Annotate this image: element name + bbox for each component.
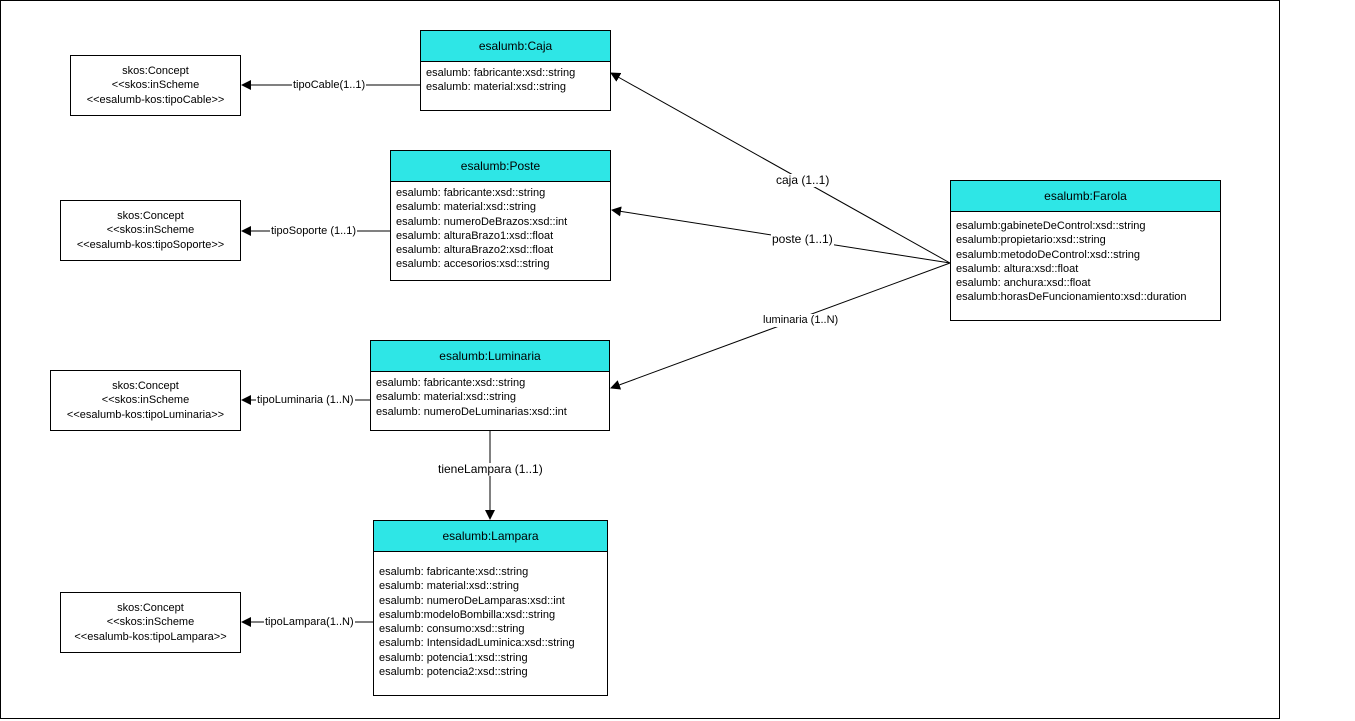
edge-label-luminaria: luminaria (1..N) <box>762 314 840 327</box>
concept-tipoSoporte: skos:Concept <<skos:inScheme <<esalumb-k… <box>60 200 241 261</box>
class-lampara: esalumb:Lampara esalumb: fabricante:xsd:… <box>373 520 608 696</box>
attribute: esalumb: numeroDeLuminarias:xsd::int <box>376 405 567 418</box>
concept-scheme: <<skos:inScheme <box>106 616 195 629</box>
attribute: esalumb: accesorios:xsd::string <box>396 258 550 271</box>
edge-label-tipoLampara: tipoLampara(1..N) <box>264 616 355 629</box>
attribute: esalumb: material:xsd::string <box>396 201 536 214</box>
edge-label-tipoSoporte: tipoSoporte (1..1) <box>270 225 357 238</box>
attribute: esalumb: fabricante:xsd::string <box>396 187 546 199</box>
edge-label-caja: caja (1..1) <box>775 173 831 187</box>
attribute: esalumb: potencia1:xsd::string <box>379 651 528 664</box>
class-attributes: esalumb: fabricante:xsd::string esalumb:… <box>374 552 607 683</box>
concept-label: skos:Concept <box>117 602 184 615</box>
class-farola: esalumb:Farola esalumb:gabineteDeControl… <box>950 180 1221 321</box>
diagram-frame <box>0 0 1280 719</box>
attribute: esalumb:modeloBombilla:xsd::string <box>379 608 556 621</box>
concept-scheme: <<skos:inScheme <box>106 224 195 237</box>
class-luminaria: esalumb:Luminaria esalumb: fabricante:xs… <box>370 340 610 431</box>
edge-caja <box>610 72 951 264</box>
attribute: esalumb: potencia2:xsd::string <box>379 666 528 679</box>
attribute: esalumb: numeroDeLamparas:xsd::int <box>379 594 565 607</box>
class-title: esalumb:Poste <box>391 151 610 182</box>
concept-tipoLampara: skos:Concept <<skos:inScheme <<esalumb-k… <box>60 592 241 653</box>
attribute: esalumb: IntensidadLuminica:xsd::string <box>379 637 575 650</box>
attribute: esalumb: numeroDeBrazos:xsd::int <box>396 215 568 228</box>
attribute: esalumb: alturaBrazo1:xsd::float <box>396 229 554 242</box>
attribute: esalumb:gabineteDeControl:xsd::string <box>956 220 1146 232</box>
attribute: esalumb:metodoDeControl:xsd::string <box>956 248 1141 261</box>
attribute: esalumb: fabricante:xsd::string <box>376 377 526 389</box>
class-poste: esalumb:Poste esalumb: fabricante:xsd::s… <box>390 150 611 281</box>
class-attributes: esalumb: fabricante:xsd::string esalumb:… <box>391 182 610 276</box>
class-attributes: esalumb: fabricante:xsd::string esalumb:… <box>371 372 609 423</box>
class-title: esalumb:Caja <box>421 31 610 62</box>
attribute: esalumb:propietario:xsd::string <box>956 234 1106 247</box>
attribute: esalumb: anchura:xsd::float <box>956 277 1091 290</box>
class-title: esalumb:Luminaria <box>371 341 609 372</box>
concept-scheme: <<skos:inScheme <box>111 79 200 92</box>
attribute: esalumb: consumo:xsd::string <box>379 623 525 636</box>
attribute: esalumb: altura:xsd::float <box>956 262 1079 275</box>
class-title: esalumb:Farola <box>951 181 1220 212</box>
concept-kos: <<esalumb-kos:tipoCable>> <box>86 93 225 106</box>
edge-label-poste: poste (1..1) <box>771 232 834 246</box>
concept-kos: <<esalumb-kos:tipoLuminaria>> <box>66 408 225 421</box>
concept-label: skos:Concept <box>112 380 179 393</box>
class-attributes: esalumb:gabineteDeControl:xsd::string es… <box>951 212 1220 309</box>
attribute: esalumb: material:xsd::string <box>379 580 519 593</box>
edge-label-tipoCable: tipoCable(1..1) <box>292 79 367 92</box>
concept-tipoLuminaria: skos:Concept <<skos:inScheme <<esalumb-k… <box>50 370 241 431</box>
attribute: esalumb: material:xsd::string <box>426 81 566 94</box>
attribute: esalumb: fabricante:xsd::string <box>426 67 576 79</box>
attribute: esalumb: material:xsd::string <box>376 391 516 404</box>
attribute: esalumb: alturaBrazo2:xsd::float <box>396 244 554 257</box>
edge-label-tieneLampara: tieneLampara (1..1) <box>437 462 544 476</box>
class-attributes: esalumb: fabricante:xsd::string esalumb:… <box>421 62 610 99</box>
class-title: esalumb:Lampara <box>374 521 607 552</box>
edge-label-tipoLuminaria: tipoLuminaria (1..N) <box>256 394 355 407</box>
attribute: esalumb: fabricante:xsd::string <box>379 566 529 578</box>
attribute: esalumb:horasDeFuncionamiento:xsd::durat… <box>956 291 1187 304</box>
concept-label: skos:Concept <box>122 65 189 78</box>
concept-label: skos:Concept <box>117 210 184 223</box>
class-caja: esalumb:Caja esalumb: fabricante:xsd::st… <box>420 30 611 111</box>
concept-tipoCable: skos:Concept <<skos:inScheme <<esalumb-k… <box>70 55 241 116</box>
concept-kos: <<esalumb-kos:tipoLampara>> <box>74 630 227 643</box>
concept-scheme: <<skos:inScheme <box>101 394 190 407</box>
concept-kos: <<esalumb-kos:tipoSoporte>> <box>76 238 225 251</box>
